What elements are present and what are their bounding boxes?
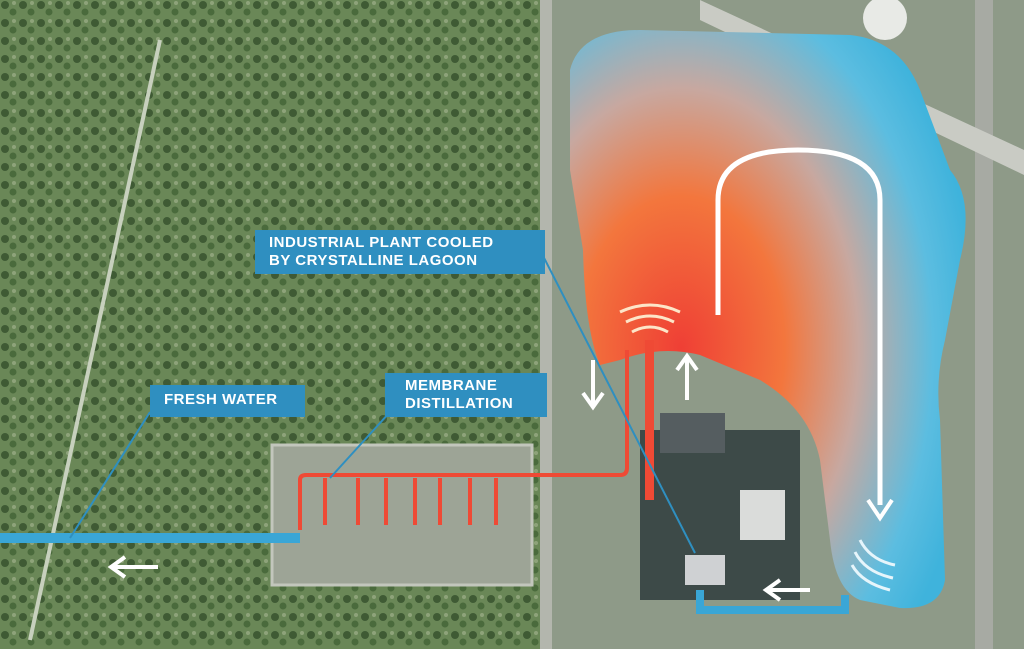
fresh-water-label: FRESH WATER — [150, 385, 305, 417]
road — [540, 0, 552, 649]
arrow-up-icon — [675, 352, 699, 400]
plant-building — [740, 490, 785, 540]
circulation-arrow-icon — [715, 147, 883, 505]
fresh-water-label-text: FRESH WATER — [164, 391, 278, 408]
distillation-facility — [270, 443, 534, 587]
leader-line — [329, 411, 391, 479]
arrow-down-icon — [581, 360, 605, 411]
membrane-distillation-label: MEMBRANE DISTILLATION — [385, 373, 547, 417]
plant-building — [660, 413, 725, 453]
plant-label: INDUSTRIAL PLANT COOLED BY CRYSTALLINE L… — [255, 230, 545, 274]
lagoon — [570, 30, 966, 609]
membrane-label-line: DISTILLATION — [405, 395, 514, 412]
leader-line — [69, 411, 151, 539]
cold-return-pipe — [696, 590, 849, 614]
plant-building — [685, 555, 725, 585]
membrane-label-line: MEMBRANE — [405, 377, 498, 394]
plant-label-line: BY CRYSTALLINE LAGOON — [269, 252, 478, 269]
distillation-modules — [323, 478, 498, 525]
plant-label-line: INDUSTRIAL PLANT COOLED — [269, 234, 494, 251]
heat-waves-icon — [619, 303, 681, 334]
leader-line — [539, 249, 696, 554]
arrow-left-icon — [762, 578, 810, 602]
hot-outlet-pipe — [645, 340, 654, 500]
storage-tank — [863, 0, 907, 40]
arrow-left-icon — [107, 555, 158, 579]
cool-waves-icon — [850, 539, 896, 592]
road — [975, 0, 993, 649]
arrow-head-icon — [866, 498, 894, 522]
hot-water-pipe — [298, 350, 629, 530]
